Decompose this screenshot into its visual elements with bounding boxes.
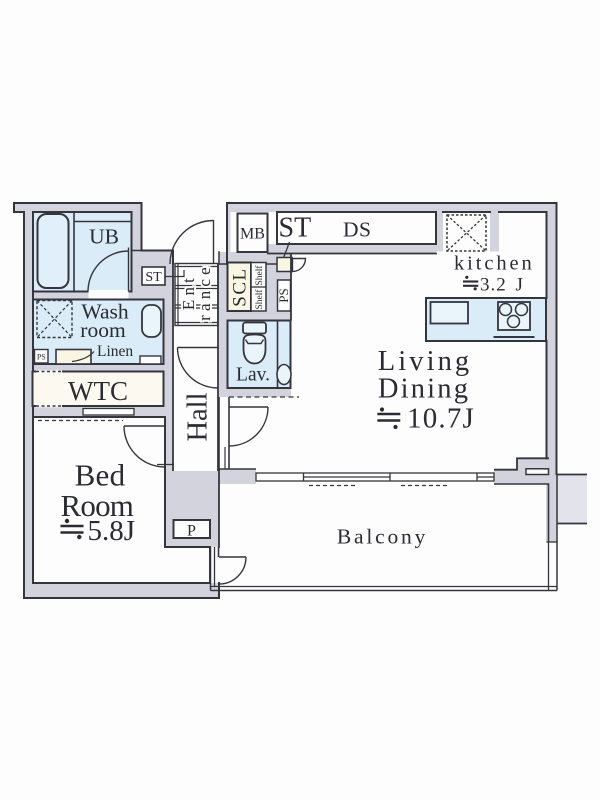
svg-text:Hall: Hall bbox=[183, 392, 214, 441]
svg-text:MB: MB bbox=[240, 226, 265, 243]
svg-text:Wash: Wash bbox=[81, 300, 128, 324]
svg-text:PS: PS bbox=[276, 288, 291, 302]
svg-text:Bed: Bed bbox=[75, 458, 126, 493]
svg-text:DS: DS bbox=[343, 218, 371, 242]
svg-text:Living: Living bbox=[378, 346, 473, 377]
svg-text:3.2: 3.2 bbox=[480, 275, 507, 296]
svg-text:Shelf: Shelf bbox=[254, 265, 265, 286]
svg-text:rance: rance bbox=[195, 263, 214, 321]
svg-text:J: J bbox=[516, 275, 523, 296]
svg-text:Dining: Dining bbox=[378, 374, 470, 405]
svg-text:Shelf: Shelf bbox=[254, 289, 265, 310]
svg-text:room: room bbox=[80, 318, 126, 342]
svg-text:PS: PS bbox=[37, 353, 46, 362]
svg-text:Linen: Linen bbox=[97, 343, 133, 360]
svg-text:P: P bbox=[187, 523, 196, 540]
svg-text:SCL: SCL bbox=[230, 267, 251, 306]
svg-text:5.8J: 5.8J bbox=[88, 515, 136, 547]
svg-text:Lav.: Lav. bbox=[236, 365, 270, 386]
svg-text:Ent: Ent bbox=[179, 274, 198, 310]
svg-text:10.7J: 10.7J bbox=[407, 403, 475, 435]
svg-text:ST: ST bbox=[145, 270, 162, 285]
svg-text:WTC: WTC bbox=[68, 376, 128, 406]
svg-text:ST: ST bbox=[279, 213, 312, 244]
svg-text:UB: UB bbox=[89, 225, 119, 249]
svg-text:kitchen: kitchen bbox=[454, 253, 535, 275]
svg-text:Room: Room bbox=[61, 488, 134, 523]
svg-text:Balcony: Balcony bbox=[337, 525, 428, 549]
